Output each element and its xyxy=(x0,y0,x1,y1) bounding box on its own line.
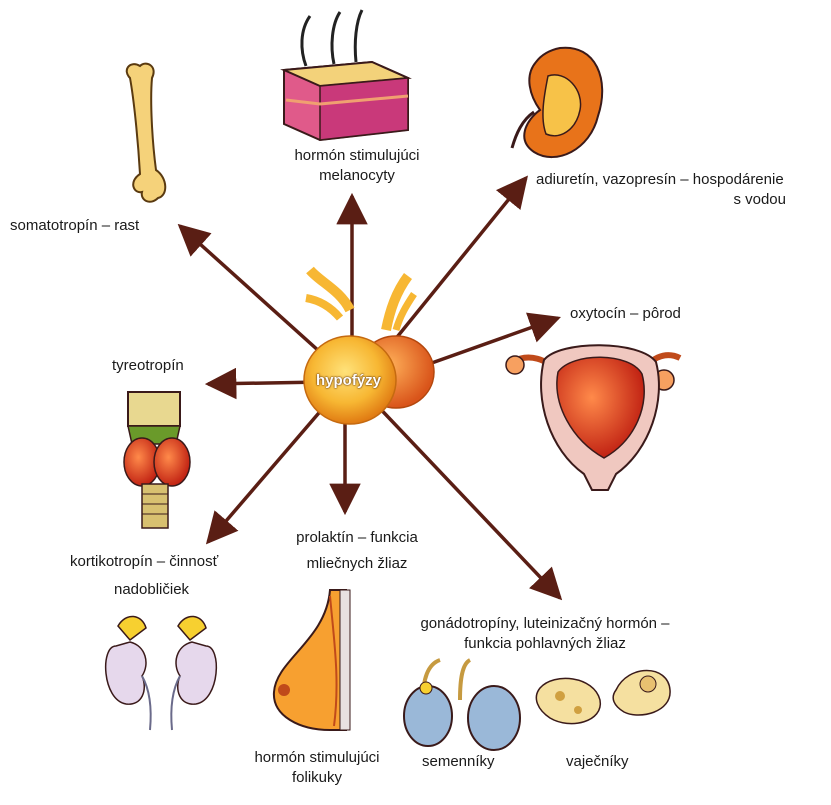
testes-illustration xyxy=(403,658,521,751)
label-gonadotropiny-line2: funkcia pohlavných žliaz xyxy=(464,635,626,652)
label-kortikotropin-line1: kortikotropín – činnosť xyxy=(70,553,219,570)
label-adiuretin-line1: adiuretín, vazopresín – hospodárenie xyxy=(536,171,784,188)
pituitary-illustration xyxy=(303,266,435,425)
label-adiuretin: adiuretín, vazopresín – hospodárenie s v… xyxy=(536,170,826,210)
skin-illustration xyxy=(280,9,412,142)
kidney-illustration xyxy=(510,46,604,158)
label-prolaktin-line2: mliečnych žliaz xyxy=(306,555,408,572)
label-prolaktin-line1: prolaktín – funkcia xyxy=(296,529,418,546)
adrenal-illustration xyxy=(104,615,218,731)
arrow-kortikotropin xyxy=(205,398,332,545)
breast-illustration xyxy=(272,589,351,731)
ovaries-illustration xyxy=(535,669,671,725)
label-kortikotropin: kortikotropín – činnosť nadobličiek xyxy=(70,552,270,600)
label-melanocyty-line1: hormón stimulujúci xyxy=(294,147,420,164)
label-gonadotropiny-line1: gonádotropíny, luteinizačný hormón – xyxy=(420,615,670,632)
label-vajecniky: vaječníky xyxy=(566,753,629,770)
uterus-illustration xyxy=(505,344,682,491)
label-tyreotropin: tyreotropín xyxy=(112,357,184,374)
label-melanocyty-line2: melanocyty xyxy=(319,167,395,184)
label-kortikotropin-line2: nadobličiek xyxy=(114,581,190,598)
label-prolaktin: prolaktín – funkcia mliečnych žliaz xyxy=(272,528,442,574)
label-somatotropin: somatotropín – rast xyxy=(10,217,140,234)
center-label: hypofýzy xyxy=(316,372,382,389)
arrow-somatotropin xyxy=(177,223,342,372)
label-gonadotropiny: gonádotropíny, luteinizačný hormón – fun… xyxy=(390,614,700,654)
label-folikuly-line2: folikuky xyxy=(291,769,343,786)
bone-illustration xyxy=(125,62,167,203)
arrow-tyreotropin xyxy=(204,367,323,400)
label-folikuly-line1: hormón stimulujúci xyxy=(254,749,380,766)
arrow-gonadotropiny xyxy=(368,396,563,601)
label-folikuly: hormón stimulujúci folikuky xyxy=(232,748,402,788)
label-oxytocin: oxytocín – pôrod xyxy=(570,305,681,322)
label-adiuretin-line2: s vodou xyxy=(733,191,786,208)
label-semenniky: semenníky xyxy=(422,753,495,770)
thyroid-illustration xyxy=(123,391,191,529)
label-melanocyty: hormón stimulujúci melanocyty xyxy=(262,146,452,186)
